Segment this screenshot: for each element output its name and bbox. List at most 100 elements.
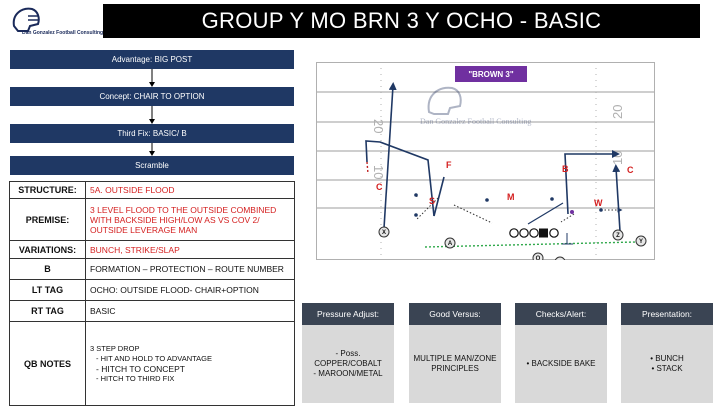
variations-value: BUNCH, STRIKE/SLAP	[85, 240, 295, 259]
yard-lines	[316, 91, 655, 209]
route-a-stem	[433, 176, 445, 217]
arrow-down-icon	[149, 143, 155, 156]
defender-path-m	[453, 204, 493, 224]
flow-step-third-fix: Third Fix: BASIC/ B	[10, 124, 294, 143]
rt-tag-label: RT TAG	[9, 300, 86, 322]
player-y: Y	[639, 239, 643, 245]
defender-b: B	[562, 164, 569, 174]
route-b-out	[564, 150, 620, 215]
hash-number-right: 10	[610, 151, 625, 165]
helmet-logo-icon	[12, 7, 40, 32]
player-q: Q	[536, 256, 541, 260]
flow-step-advantage: Advantage: BIG POST	[10, 50, 294, 69]
b-label: B	[9, 258, 86, 280]
table-row: LT TAG OCHO: OUTSIDE FLOOD- CHAIR+OPTION	[9, 279, 295, 301]
routes	[365, 82, 621, 232]
hash-number-left: 10	[371, 165, 386, 179]
b-value: FORMATION – PROTECTION – ROUTE NUMBER	[85, 258, 295, 280]
yard-number-right: 20	[610, 105, 625, 119]
yard-number-left: 20	[371, 119, 386, 133]
qb-notes-value: 3 STEP DROP - HIT AND HOLD TO ADVANTAGE …	[85, 321, 295, 406]
route-dot	[599, 208, 603, 212]
play-diagram: 20 20 10 10 Dan Gonzalez Football Consul…	[316, 62, 655, 260]
route-z-vert	[612, 164, 621, 232]
pressure-adjust-line: - MAROON/METAL	[313, 369, 383, 378]
good-versus-body: MULTIPLE MAN/ZONE PRINCIPLES	[409, 325, 501, 403]
lt-tag-label: LT TAG	[9, 279, 86, 301]
line-of-scrimmage	[424, 241, 637, 248]
center	[539, 228, 548, 238]
premise-value: 3 LEVEL FLOOD TO THE OUTSIDE COMBINED WI…	[85, 198, 295, 241]
watermark-helmet-icon	[427, 86, 462, 115]
lineman	[529, 228, 539, 238]
purple-dot	[570, 210, 574, 214]
route-a-chair	[365, 140, 435, 217]
table-row: VARIATIONS: BUNCH, STRIKE/SLAP	[9, 240, 295, 259]
qb-note-line: - HITCH TO THIRD FIX	[96, 373, 175, 383]
pressure-adjust-header: Pressure Adjust:	[302, 303, 394, 325]
watermark-text: Dan Gonzalez Football Consulting	[420, 117, 531, 126]
defender-c-right: C	[627, 165, 634, 175]
lineman	[549, 228, 559, 238]
flow-step-concept: Concept: CHAIR TO OPTION	[10, 87, 294, 106]
play-info-table: STRUCTURE: 5A. OUTSIDE FLOOD PREMISE: 3 …	[9, 181, 295, 406]
good-versus-line: MULTIPLE MAN/ZONE PRINCIPLES	[413, 354, 497, 373]
variations-label: VARIATIONS:	[9, 240, 86, 259]
defenders: F C S M B C W	[376, 160, 634, 208]
route-dot	[414, 193, 418, 197]
premise-label: PREMISE:	[9, 198, 86, 241]
structure-value: 5A. OUTSIDE FLOOD	[85, 181, 295, 199]
arrow-down-icon	[149, 106, 155, 124]
checks-alert-header: Checks/Alert:	[515, 303, 607, 325]
qb-note-line: - HIT AND HOLD TO ADVANTAGE	[96, 353, 212, 363]
route-x-post	[383, 82, 397, 229]
rt-tag-value: BASIC	[85, 300, 295, 322]
defender-s: S	[429, 196, 435, 206]
route-q-flat	[527, 202, 564, 225]
offensive-line	[509, 228, 559, 238]
lineman	[509, 228, 519, 238]
watermark: Dan Gonzalez Football Consulting	[420, 86, 531, 126]
presentation-body: • BUNCH • STACK	[621, 325, 713, 403]
page-title: GROUP Y MO BRN 3 Y OCHO - BASIC	[103, 4, 700, 38]
logo: Dan Gonzalez Football Consulting	[8, 4, 103, 38]
brown-3-badge: "BROWN 3"	[455, 66, 527, 82]
table-row: STRUCTURE: 5A. OUTSIDE FLOOD	[9, 181, 295, 199]
defender-f: F	[446, 160, 452, 170]
field-outline	[316, 62, 655, 260]
pressure-adjust-line: - Poss. COPPER/COBALT	[314, 349, 382, 368]
pressure-adjust-body: - Poss. COPPER/COBALT - MAROON/METAL	[302, 325, 394, 403]
lineman	[519, 228, 529, 238]
qb-note-line: - HITCH TO CONCEPT	[96, 363, 185, 374]
qb-notes-label: QB NOTES	[9, 321, 86, 406]
presentation-line: • STACK	[651, 364, 683, 373]
presentation-header: Presentation:	[621, 303, 713, 325]
qb-note-line: 3 STEP DROP	[90, 343, 140, 353]
route-dot	[550, 197, 554, 201]
good-versus-header: Good Versus:	[409, 303, 501, 325]
route-dot	[414, 213, 418, 217]
player-z: Z	[616, 233, 620, 239]
lt-tag-value: OCHO: OUTSIDE FLOOD- CHAIR+OPTION	[85, 279, 295, 301]
flow-step-scramble: Scramble	[10, 156, 294, 175]
table-row: RT TAG BASIC	[9, 300, 295, 322]
player-a: A	[448, 241, 453, 247]
route-dot	[485, 198, 489, 202]
structure-label: STRUCTURE:	[9, 181, 86, 199]
presentation-line: • BUNCH	[650, 354, 684, 363]
table-row: QB NOTES 3 STEP DROP - HIT AND HOLD TO A…	[9, 321, 295, 406]
checks-alert-body: • BACKSIDE BAKE	[515, 325, 607, 403]
logo-text: Dan Gonzalez Football Consulting	[22, 30, 104, 36]
defender-m: M	[507, 192, 515, 202]
player-x: X	[382, 230, 386, 236]
defender-path-s	[415, 197, 439, 221]
defender-c-left: C	[376, 182, 383, 192]
defender-w: W	[594, 198, 603, 208]
arrow-down-icon	[149, 69, 155, 87]
table-row: PREMISE: 3 LEVEL FLOOD TO THE OUTSIDE CO…	[9, 198, 295, 241]
route-dots	[414, 193, 603, 217]
defender-path-w2	[560, 213, 575, 223]
skill-players: X A Q B Z Y	[378, 226, 647, 260]
table-row: B FORMATION – PROTECTION – ROUTE NUMBER	[9, 258, 295, 280]
checks-alert-line: • BACKSIDE BAKE	[526, 359, 596, 368]
